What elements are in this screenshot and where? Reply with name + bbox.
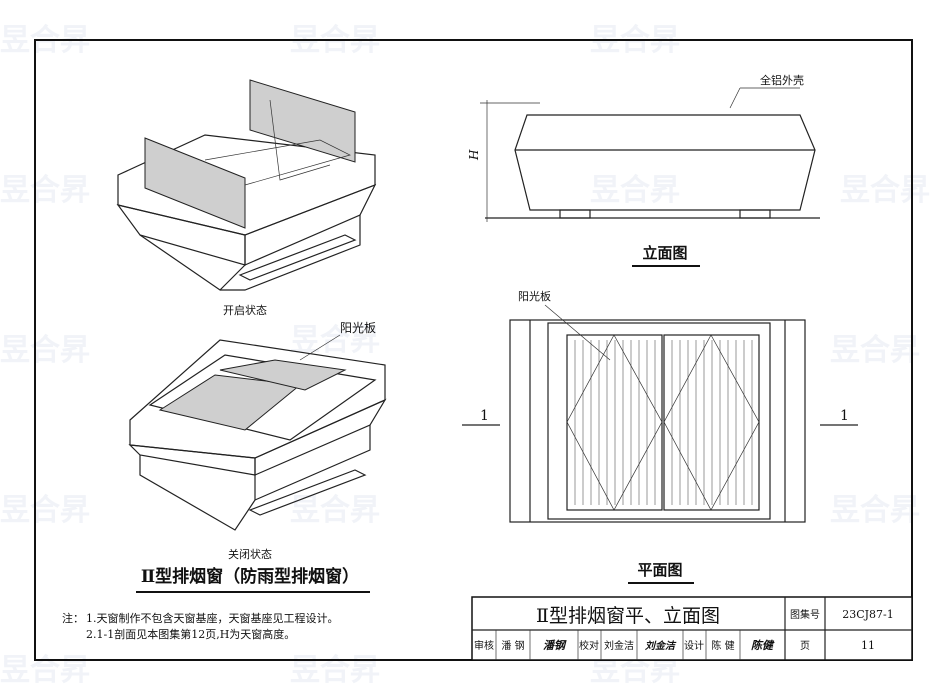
reviewer-name: 潘 钢 bbox=[501, 639, 524, 652]
note-1: 1.天窗制作不包含天窗基座，天窗基座见工程设计。 bbox=[86, 611, 339, 625]
svg-text:昱合昇: 昱合昇 bbox=[0, 173, 90, 208]
review-label: 审核 bbox=[474, 639, 494, 652]
elevation-view bbox=[480, 87, 820, 222]
designer-name: 陈 健 bbox=[711, 639, 734, 652]
open-state-isometric bbox=[116, 79, 377, 291]
atlas-label: 图集号 bbox=[790, 608, 820, 621]
title-block bbox=[471, 596, 913, 661]
svg-text:昱合昇: 昱合昇 bbox=[840, 173, 930, 208]
svg-text:昱合昇: 昱合昇 bbox=[0, 493, 90, 528]
height-label: H bbox=[467, 149, 481, 161]
drawing-title: Ⅱ型排烟窗平、立面图 bbox=[536, 605, 720, 627]
checker-name: 刘金洁 bbox=[604, 639, 634, 652]
svg-text:昱合昇: 昱合昇 bbox=[0, 333, 90, 368]
designer-signature: 陈健 bbox=[751, 639, 775, 652]
svg-text:昱合昇: 昱合昇 bbox=[830, 333, 920, 368]
svg-text:昱合昇: 昱合昇 bbox=[0, 653, 90, 688]
plan-sunboard-label: 阳光板 bbox=[518, 289, 551, 303]
watermark: 昱合昇昱合昇昱合昇 昱合昇昱合昇昱合昇 昱合昇昱合昇昱合昇 昱合昇昱合昇昱合昇 … bbox=[0, 23, 930, 688]
closed-sunboard-label: 阳光板 bbox=[340, 321, 376, 335]
page-label: 页 bbox=[800, 640, 810, 652]
closed-state-isometric bbox=[128, 334, 387, 531]
section-mark-right: 1 bbox=[840, 408, 849, 424]
reviewer-signature: 潘钢 bbox=[543, 639, 567, 652]
page-number: 11 bbox=[861, 639, 875, 652]
plan-view bbox=[462, 304, 858, 523]
atlas-number: 23CJ87-1 bbox=[842, 608, 894, 621]
svg-text:昱合昇: 昱合昇 bbox=[290, 493, 380, 528]
svg-text:昱合昇: 昱合昇 bbox=[290, 323, 380, 358]
check-label: 校对 bbox=[579, 639, 599, 652]
section-mark-left: 1 bbox=[480, 408, 489, 424]
design-label: 设计 bbox=[684, 639, 704, 652]
shell-label: 全铝外壳 bbox=[760, 73, 804, 87]
checker-signature: 刘金洁 bbox=[645, 640, 677, 652]
main-title: Ⅱ型排烟窗（防雨型排烟窗） bbox=[141, 566, 359, 587]
open-state-caption: 开启状态 bbox=[223, 303, 267, 317]
note-2: 2.1-1剖面见本图集第12页,H为天窗高度。 bbox=[86, 627, 295, 641]
notes-prefix: 注： bbox=[62, 611, 84, 625]
svg-text:昱合昇: 昱合昇 bbox=[830, 493, 920, 528]
elevation-title: 立面图 bbox=[642, 244, 687, 262]
svg-text:昱合昇: 昱合昇 bbox=[290, 653, 380, 688]
svg-text:昱合昇: 昱合昇 bbox=[590, 173, 680, 208]
plan-title: 平面图 bbox=[637, 561, 682, 579]
closed-state-caption: 关闭状态 bbox=[228, 547, 272, 561]
